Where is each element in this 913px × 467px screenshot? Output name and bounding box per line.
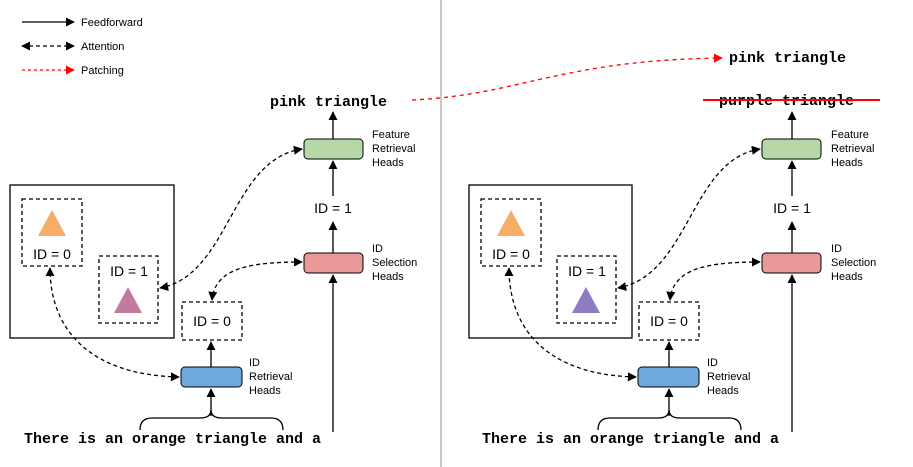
right-object-a-box [480,198,542,267]
right-input-text: There is an orange triangle and a [482,431,779,448]
right-struck-text: purple triangle [719,93,854,110]
right-retrieval-head-label-2: Retrieval [707,371,750,383]
left-attn-feature-to-objectb [159,145,303,291]
right-id-retrieval-heads [637,366,700,388]
left-id-middle: ID = 0 [193,313,231,329]
left-object-b-triangle [114,287,142,313]
left-input-brace [139,409,284,431]
right-feature-retrieval-heads [761,138,822,160]
right-selection-head-label-1: ID [831,243,842,255]
left-selection-head-label-3: Heads [372,271,404,283]
left-retrieval-head-label-1: ID [249,357,260,369]
left-id-middle-box [181,301,243,341]
left-input-text: There is an orange triangle and a [24,431,321,448]
left-output-text: pink triangle [270,94,387,111]
left-feature-retrieval-heads [303,138,364,160]
left-selection-head-label-1: ID [372,243,383,255]
left-selection-head-label-2: Selection [372,257,417,269]
right-retrieval-head-label-1: ID [707,357,718,369]
right-input-brace [597,409,742,431]
left-feature-head-label-1: Feature [372,129,410,141]
left-object-a-id: ID = 0 [33,246,71,262]
right-object-b-triangle [572,287,600,313]
left-feature-head-label-3: Heads [372,157,404,169]
right-object-b-id: ID = 1 [568,263,606,279]
left-feature-head-label-2: Retrieval [372,143,415,155]
right-attn-feature-to-objectb [617,145,761,292]
right-attn-selection-to-id0 [666,257,761,301]
legend-patching-label: Patching [81,65,124,77]
legend: Feedforward Attention Patching [21,17,143,77]
right-feature-head-label-3: Heads [831,157,863,169]
right-output-text: pink triangle [729,50,846,67]
left-object-a-box [21,198,83,267]
right-retrieval-head-label-3: Heads [707,385,739,397]
right-id-middle-box [638,301,700,341]
left-id-top: ID = 1 [314,200,352,216]
left-attn-selection-to-id0 [208,257,303,301]
left-id-retrieval-heads [180,366,243,388]
right-selection-head-label-2: Selection [831,257,876,269]
legend-attention-label: Attention [81,41,124,53]
legend-feedforward-label: Feedforward [81,17,143,29]
right-id-middle: ID = 0 [650,313,688,329]
patching-arrow [411,53,723,101]
right-id-top: ID = 1 [773,200,811,216]
left-id-selection-heads [303,252,364,274]
right-object-a-id: ID = 0 [492,246,530,262]
right-selection-head-label-3: Heads [831,271,863,283]
left-panel: pink triangle Feature Retrieval Heads ID… [9,94,417,448]
left-object-b-id: ID = 1 [110,263,148,279]
left-retrieval-head-label-3: Heads [249,385,281,397]
left-retrieval-head-label-2: Retrieval [249,371,292,383]
right-panel: pink triangle purple triangle Feature Re… [468,50,880,448]
right-feature-head-label-2: Retrieval [831,143,874,155]
left-attn-retrieval-to-objecta [45,267,180,382]
right-object-a-triangle [497,210,525,236]
right-feature-head-label-1: Feature [831,129,869,141]
right-attn-retrieval-to-objecta [504,267,637,382]
left-object-a-triangle [38,210,66,236]
right-id-selection-heads [761,252,822,274]
